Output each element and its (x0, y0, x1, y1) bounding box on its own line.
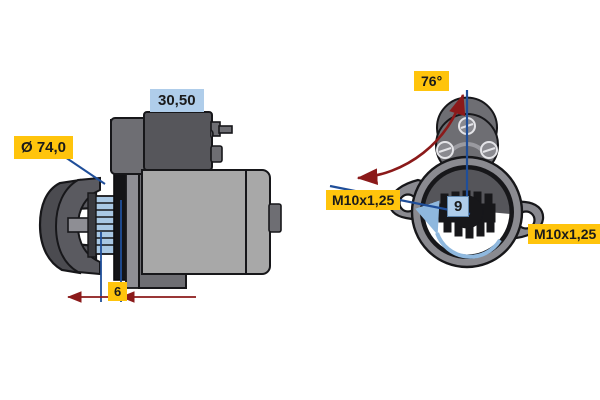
label-angle: 76° (414, 71, 450, 91)
side-view-group (38, 111, 282, 289)
mounting-flange (113, 163, 141, 289)
label-protrusion: 6 (108, 282, 128, 301)
angle-arc-76 (356, 93, 466, 186)
label-thread-left: M10x1,25 (326, 190, 401, 210)
motor-body (141, 169, 282, 275)
rotation-direction-arrow (415, 200, 502, 259)
solenoid (110, 111, 233, 175)
leader-line-diameter (61, 154, 106, 185)
label-teeth-count: 9 (447, 196, 470, 217)
label-overall-length: 30,50 (150, 89, 204, 112)
label-thread-right: M10x1,25 (528, 224, 600, 244)
label-diameter: Ø 74,0 (14, 136, 74, 159)
